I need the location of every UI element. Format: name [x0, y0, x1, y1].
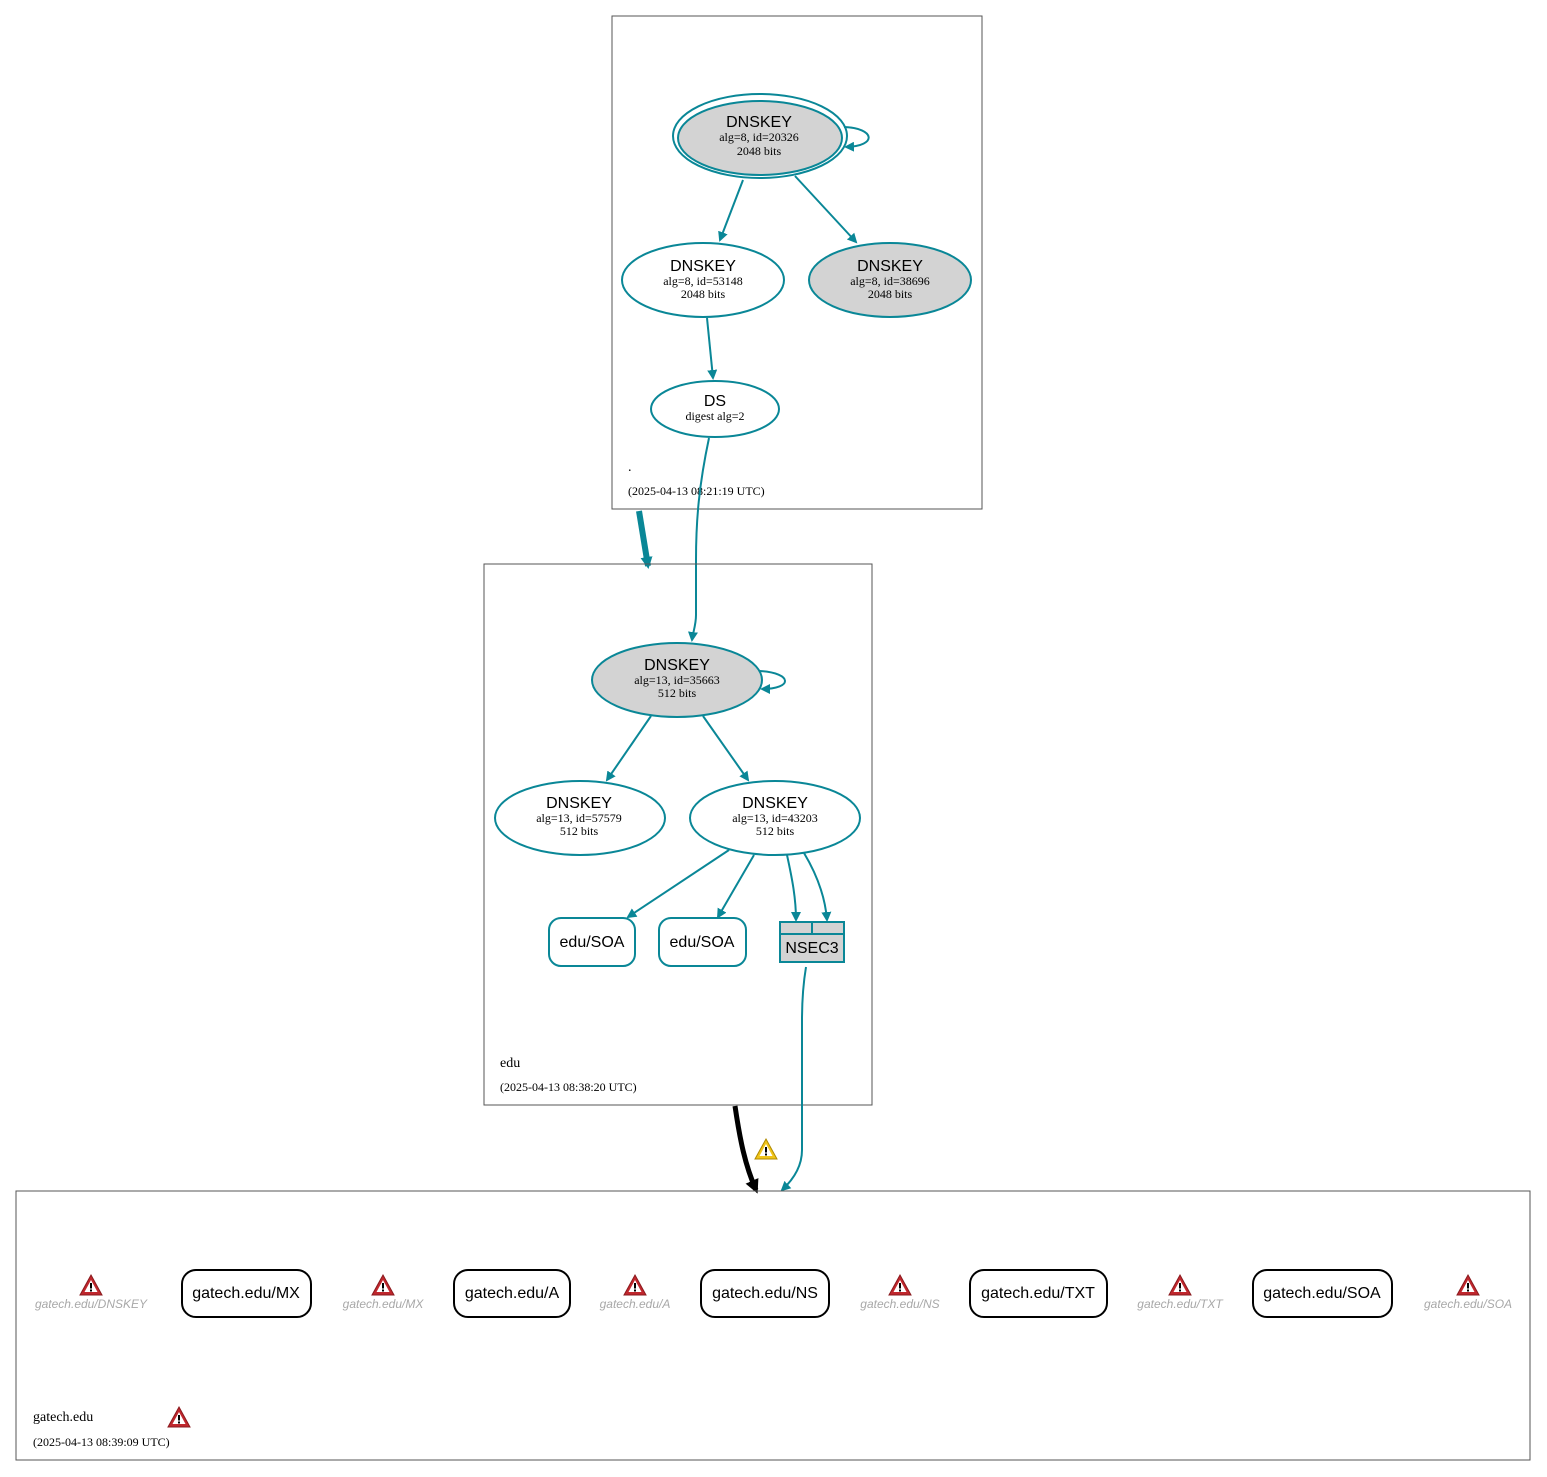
missing-rrset-ns[interactable]: gatech.edu/NS	[860, 1274, 940, 1311]
node-bits: 2048 bits	[681, 287, 726, 301]
zone-edu-name: edu	[500, 1056, 520, 1071]
zone-root-box	[611, 15, 983, 510]
self-sign-edge	[759, 670, 786, 694]
missing-rrset-mx[interactable]: gatech.edu/MX	[343, 1274, 425, 1311]
node-bits: 512 bits	[560, 824, 599, 838]
node-detail: alg=13, id=35663	[634, 673, 720, 687]
rrset-label: gatech.edu/SOA	[1263, 1285, 1381, 1302]
sign-edge	[716, 854, 755, 919]
sign-edge	[702, 715, 750, 782]
rrset-gatech-ns[interactable]: gatech.edu/NS	[700, 1269, 830, 1318]
zone-gatech-box	[15, 1190, 1531, 1461]
missing-label: gatech.edu/TXT	[1137, 1297, 1224, 1311]
rrset-label: gatech.edu/A	[465, 1285, 560, 1302]
self-sign-edge	[843, 126, 870, 152]
zone-gatech-timestamp: (2025-04-13 08:39:09 UTC)	[33, 1435, 170, 1449]
rrset-gatech-soa[interactable]: gatech.edu/SOA	[1252, 1269, 1393, 1318]
edu-dnskey-43203[interactable]: DNSKEY alg=13, id=43203 512 bits	[689, 780, 861, 856]
nsec3-label: NSEC3	[785, 940, 838, 957]
sign-edge	[626, 849, 730, 919]
node-detail: digest alg=2	[685, 409, 744, 423]
sign-edge	[718, 179, 744, 242]
node-detail: alg=13, id=43203	[732, 811, 818, 825]
missing-rrset-soa[interactable]: gatech.edu/SOA	[1424, 1274, 1512, 1311]
missing-label: gatech.edu/SOA	[1424, 1297, 1512, 1311]
node-type: DNSKEY	[726, 114, 792, 131]
edu-soa-rrset-1[interactable]: edu/SOA	[548, 917, 636, 967]
rrset-label: gatech.edu/TXT	[981, 1285, 1095, 1302]
root-dnskey-20326[interactable]: DNSKEY alg=8, id=20326 2048 bits	[672, 93, 848, 179]
rrset-label: gatech.edu/MX	[192, 1285, 300, 1302]
missing-rrset-dnskey[interactable]: gatech.edu/DNSKEY	[35, 1274, 148, 1311]
zone-gatech: gatech.edu (2025-04-13 08:39:09 UTC) gat…	[15, 1190, 1531, 1461]
node-type: DNSKEY	[742, 795, 808, 812]
node-detail: alg=8, id=20326	[719, 130, 799, 144]
missing-rrset-txt[interactable]: gatech.edu/TXT	[1137, 1274, 1224, 1311]
edu-nsec3[interactable]: NSEC3	[779, 921, 845, 963]
delegation-edge-root-edu	[636, 510, 653, 569]
root-dnskey-53148[interactable]: DNSKEY alg=8, id=53148 2048 bits	[621, 242, 785, 318]
node-bits: 2048 bits	[737, 144, 782, 158]
warning-triangle-icon	[623, 1274, 647, 1296]
rrset-label: edu/SOA	[670, 934, 735, 951]
zone-root-name: .	[628, 460, 632, 475]
edu-soa-rrset-2[interactable]: edu/SOA	[658, 917, 747, 967]
caution-triangle-icon	[754, 1138, 778, 1160]
node-detail: alg=8, id=53148	[663, 274, 743, 288]
zone-edu-box	[483, 563, 873, 1106]
sign-edge	[803, 852, 832, 922]
missing-label: gatech.edu/NS	[860, 1297, 939, 1311]
warning-triangle-icon	[1456, 1274, 1480, 1296]
edu-dnskey-35663[interactable]: DNSKEY alg=13, id=35663 512 bits	[591, 642, 763, 718]
sign-edge	[786, 854, 801, 922]
rrset-gatech-txt[interactable]: gatech.edu/TXT	[969, 1269, 1108, 1318]
node-type: DNSKEY	[670, 258, 736, 275]
nsec3-proof-edge	[780, 966, 807, 1192]
node-bits: 512 bits	[756, 824, 795, 838]
node-bits: 2048 bits	[868, 287, 913, 301]
rrset-label: edu/SOA	[560, 934, 625, 951]
sign-edge	[605, 715, 652, 782]
warning-triangle-icon	[888, 1274, 912, 1296]
edu-dnskey-57579[interactable]: DNSKEY alg=13, id=57579 512 bits	[494, 780, 666, 856]
node-type: DNSKEY	[546, 795, 612, 812]
node-type: DNSKEY	[857, 258, 923, 275]
delegation-edge-edu-gatech	[732, 1105, 759, 1194]
zone-root: . (2025-04-13 08:21:19 UTC) DNSKEY alg=8…	[611, 15, 983, 510]
rrset-label: gatech.edu/NS	[712, 1285, 818, 1302]
rrset-gatech-a[interactable]: gatech.edu/A	[453, 1269, 571, 1318]
node-type: DS	[704, 393, 726, 410]
zone-edu-timestamp: (2025-04-13 08:38:20 UTC)	[500, 1080, 637, 1094]
zone-edu: edu (2025-04-13 08:38:20 UTC) DNSKEY alg…	[483, 563, 873, 1106]
root-ds[interactable]: DS digest alg=2	[650, 380, 780, 438]
warning-triangle-icon	[1168, 1274, 1192, 1296]
warning-triangle-icon	[167, 1406, 191, 1428]
missing-rrset-a[interactable]: gatech.edu/A	[600, 1274, 671, 1311]
node-type: DNSKEY	[644, 657, 710, 674]
ds-to-dnskey-edge	[688, 437, 710, 642]
warning-triangle-icon	[371, 1274, 395, 1296]
node-detail: alg=13, id=57579	[536, 811, 622, 825]
warning-triangle-icon	[79, 1274, 103, 1296]
root-dnskey-38696[interactable]: DNSKEY alg=8, id=38696 2048 bits	[808, 242, 972, 318]
rrset-gatech-mx[interactable]: gatech.edu/MX	[181, 1269, 312, 1318]
node-detail: alg=8, id=38696	[850, 274, 930, 288]
missing-label: gatech.edu/A	[600, 1297, 671, 1311]
node-bits: 512 bits	[658, 686, 697, 700]
missing-label: gatech.edu/DNSKEY	[35, 1297, 148, 1311]
zone-root-timestamp: (2025-04-13 08:21:19 UTC)	[628, 484, 765, 498]
missing-label: gatech.edu/MX	[343, 1297, 425, 1311]
sign-edge	[706, 317, 718, 380]
sign-edge	[794, 175, 858, 244]
zone-gatech-name: gatech.edu	[33, 1410, 93, 1425]
